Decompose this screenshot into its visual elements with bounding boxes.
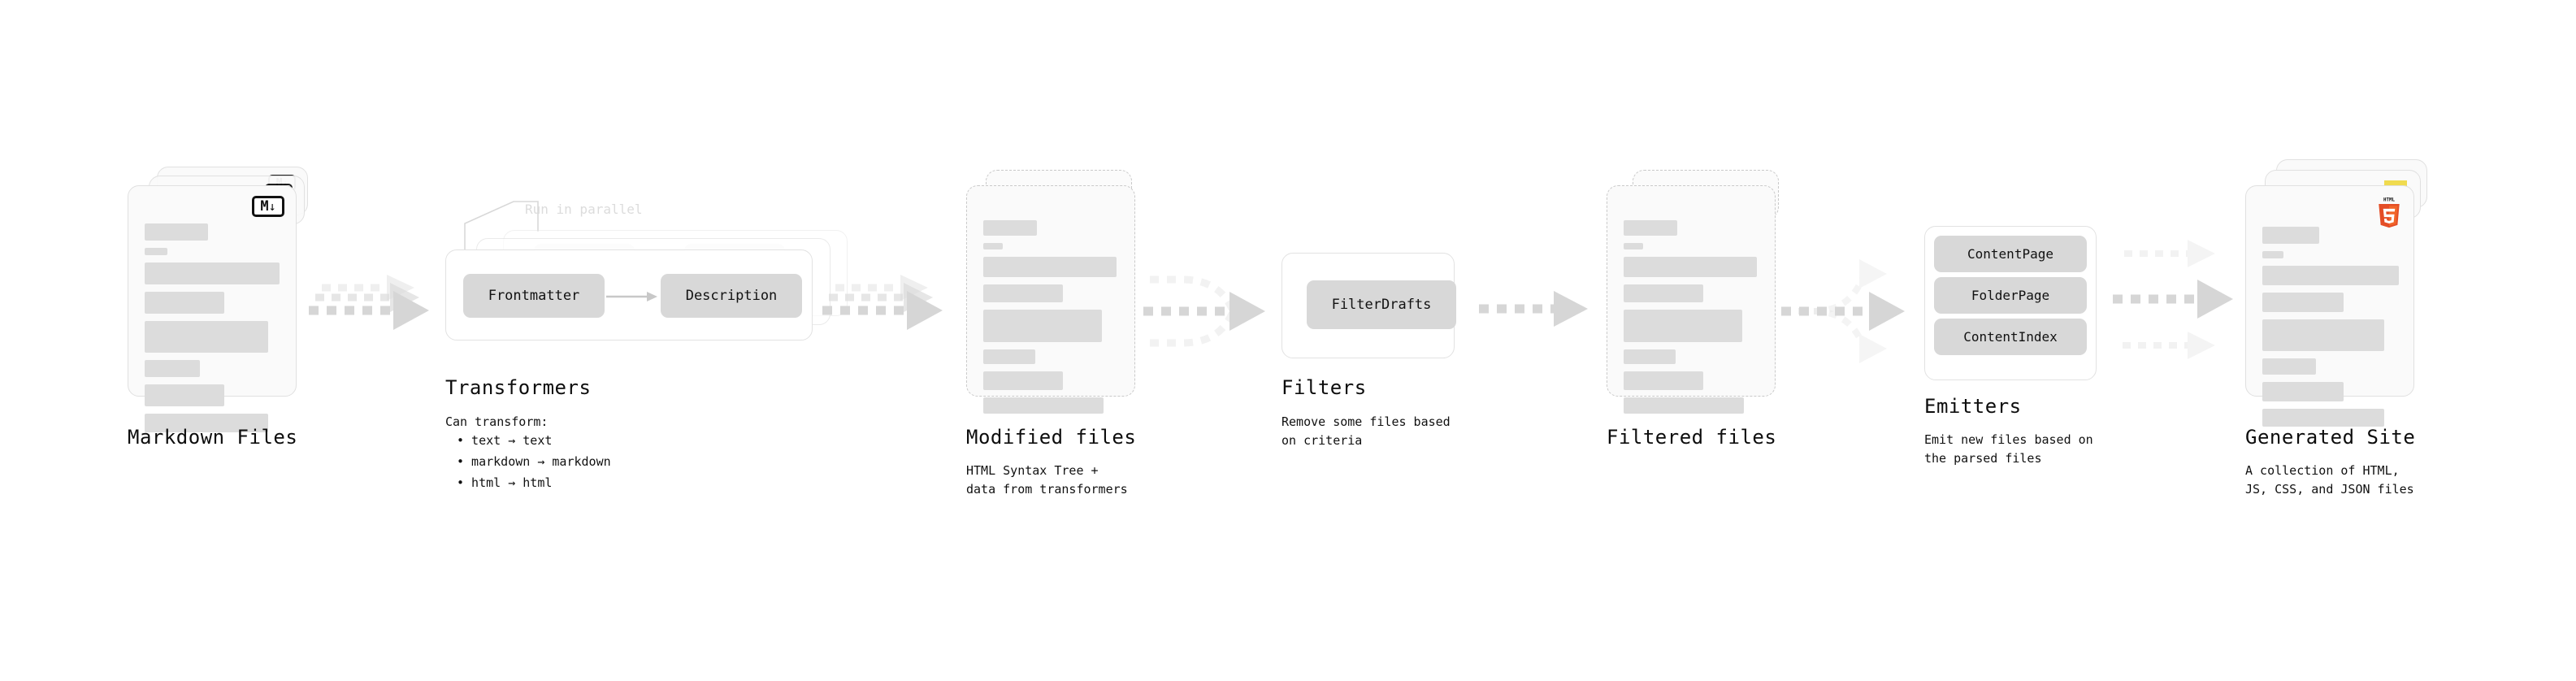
site-skeleton bbox=[2262, 227, 2399, 427]
skeleton-bar bbox=[2262, 382, 2344, 401]
markdown-files-title: Markdown Files bbox=[128, 426, 298, 449]
skeleton-bar bbox=[145, 384, 224, 406]
filters-title: Filters bbox=[1281, 376, 1367, 399]
run-in-parallel-label: Run in parallel bbox=[525, 202, 643, 217]
connector-transformers-to-modified bbox=[822, 275, 943, 330]
connector-filters-to-filtered bbox=[1479, 291, 1588, 327]
skeleton-bar bbox=[145, 414, 268, 432]
skeleton-bar bbox=[2262, 319, 2384, 351]
filtered-card-front bbox=[1607, 185, 1776, 414]
skeleton-bar bbox=[983, 243, 1003, 249]
skeleton-bar bbox=[1624, 257, 1757, 277]
generated-site-title: Generated Site bbox=[2245, 426, 2416, 449]
generated-site-subtitle: A collection of HTML, JS, CSS, and JSON … bbox=[2245, 463, 2414, 497]
site-card-front: HTML bbox=[2245, 185, 2414, 427]
skeleton-bar bbox=[983, 310, 1102, 342]
modified-files-subtitle: HTML Syntax Tree + data from transformer… bbox=[966, 463, 1128, 497]
emitter-chip-folderpage[interactable]: FolderPage bbox=[1934, 277, 2087, 314]
filtered-skeleton bbox=[1624, 220, 1759, 414]
skeleton-bar bbox=[983, 397, 1104, 414]
skeleton-bar bbox=[2262, 409, 2384, 427]
skeleton-bar bbox=[2262, 227, 2319, 244]
skeleton-bar bbox=[983, 371, 1063, 390]
skeleton-bar bbox=[145, 223, 208, 241]
skeleton-bar bbox=[983, 257, 1117, 277]
filter-chip-filterdrafts[interactable]: FilterDrafts bbox=[1307, 280, 1456, 329]
skeleton-bar bbox=[1624, 371, 1703, 390]
transformers-bullet-0: • text → text bbox=[457, 433, 553, 448]
skeleton-bar bbox=[145, 360, 200, 377]
emitters-title: Emitters bbox=[1924, 395, 2022, 418]
emitter-chip-contentpage[interactable]: ContentPage bbox=[1934, 236, 2087, 272]
skeleton-bar bbox=[145, 292, 224, 314]
html5-icon: HTML bbox=[2374, 196, 2404, 228]
modified-skeleton bbox=[983, 220, 1118, 414]
skeleton-bar bbox=[1624, 220, 1677, 236]
skeleton-bar bbox=[145, 321, 268, 353]
filters-subtitle: Remove some files based on criteria bbox=[1281, 414, 1451, 448]
transformers-title: Transformers bbox=[445, 376, 592, 399]
skeleton-bar bbox=[2262, 358, 2316, 375]
modified-files-title: Modified files bbox=[966, 426, 1137, 449]
transformers-bullet-2: • html → html bbox=[457, 475, 553, 490]
connector-filtered-to-emitters bbox=[1781, 259, 1905, 363]
markdown-icon: M↓ bbox=[252, 196, 284, 217]
skeleton-bar bbox=[2262, 266, 2399, 285]
transformers-inner-arrow bbox=[606, 292, 657, 301]
skeleton-bar bbox=[1624, 349, 1676, 364]
modified-card-front bbox=[966, 185, 1135, 414]
markdown-icon-letter: M bbox=[260, 197, 268, 215]
skeleton-bar bbox=[2262, 293, 2344, 312]
html5-icon-svg: HTML bbox=[2379, 197, 2400, 228]
markdown-icon-arrow: ↓ bbox=[268, 198, 276, 214]
filtered-files-title: Filtered files bbox=[1607, 426, 1777, 449]
run-in-parallel-bracket bbox=[464, 201, 539, 254]
skeleton-bar bbox=[1624, 310, 1742, 342]
markdown-skeleton bbox=[145, 223, 280, 432]
skeleton-bar bbox=[2262, 251, 2283, 258]
transformer-chip-frontmatter[interactable]: Frontmatter bbox=[463, 274, 605, 318]
transformers-bullet-1: • markdown → markdown bbox=[457, 454, 611, 469]
skeleton-bar bbox=[145, 248, 167, 255]
skeleton-bar bbox=[1624, 397, 1744, 414]
skeleton-bar bbox=[145, 262, 280, 284]
emitters-subtitle: Emit new files based on the parsed files bbox=[1924, 432, 2093, 466]
connector-modified-to-filters bbox=[1143, 275, 1265, 347]
connector-emitters-to-site bbox=[2113, 240, 2233, 359]
skeleton-bar bbox=[983, 349, 1035, 364]
skeleton-bar bbox=[983, 284, 1063, 302]
skeleton-bar bbox=[1624, 243, 1643, 249]
skeleton-bar bbox=[1624, 284, 1703, 302]
transformers-subtitle: Can transform: bbox=[445, 414, 549, 429]
skeleton-bar bbox=[983, 220, 1037, 236]
markdown-card-front: M↓ bbox=[128, 185, 297, 432]
transformer-chip-description[interactable]: Description bbox=[661, 274, 802, 318]
connector-markdown-to-transformers bbox=[309, 275, 429, 330]
html5-icon-wordmark: HTML bbox=[2383, 197, 2395, 202]
emitter-chip-contentindex[interactable]: ContentIndex bbox=[1934, 319, 2087, 355]
